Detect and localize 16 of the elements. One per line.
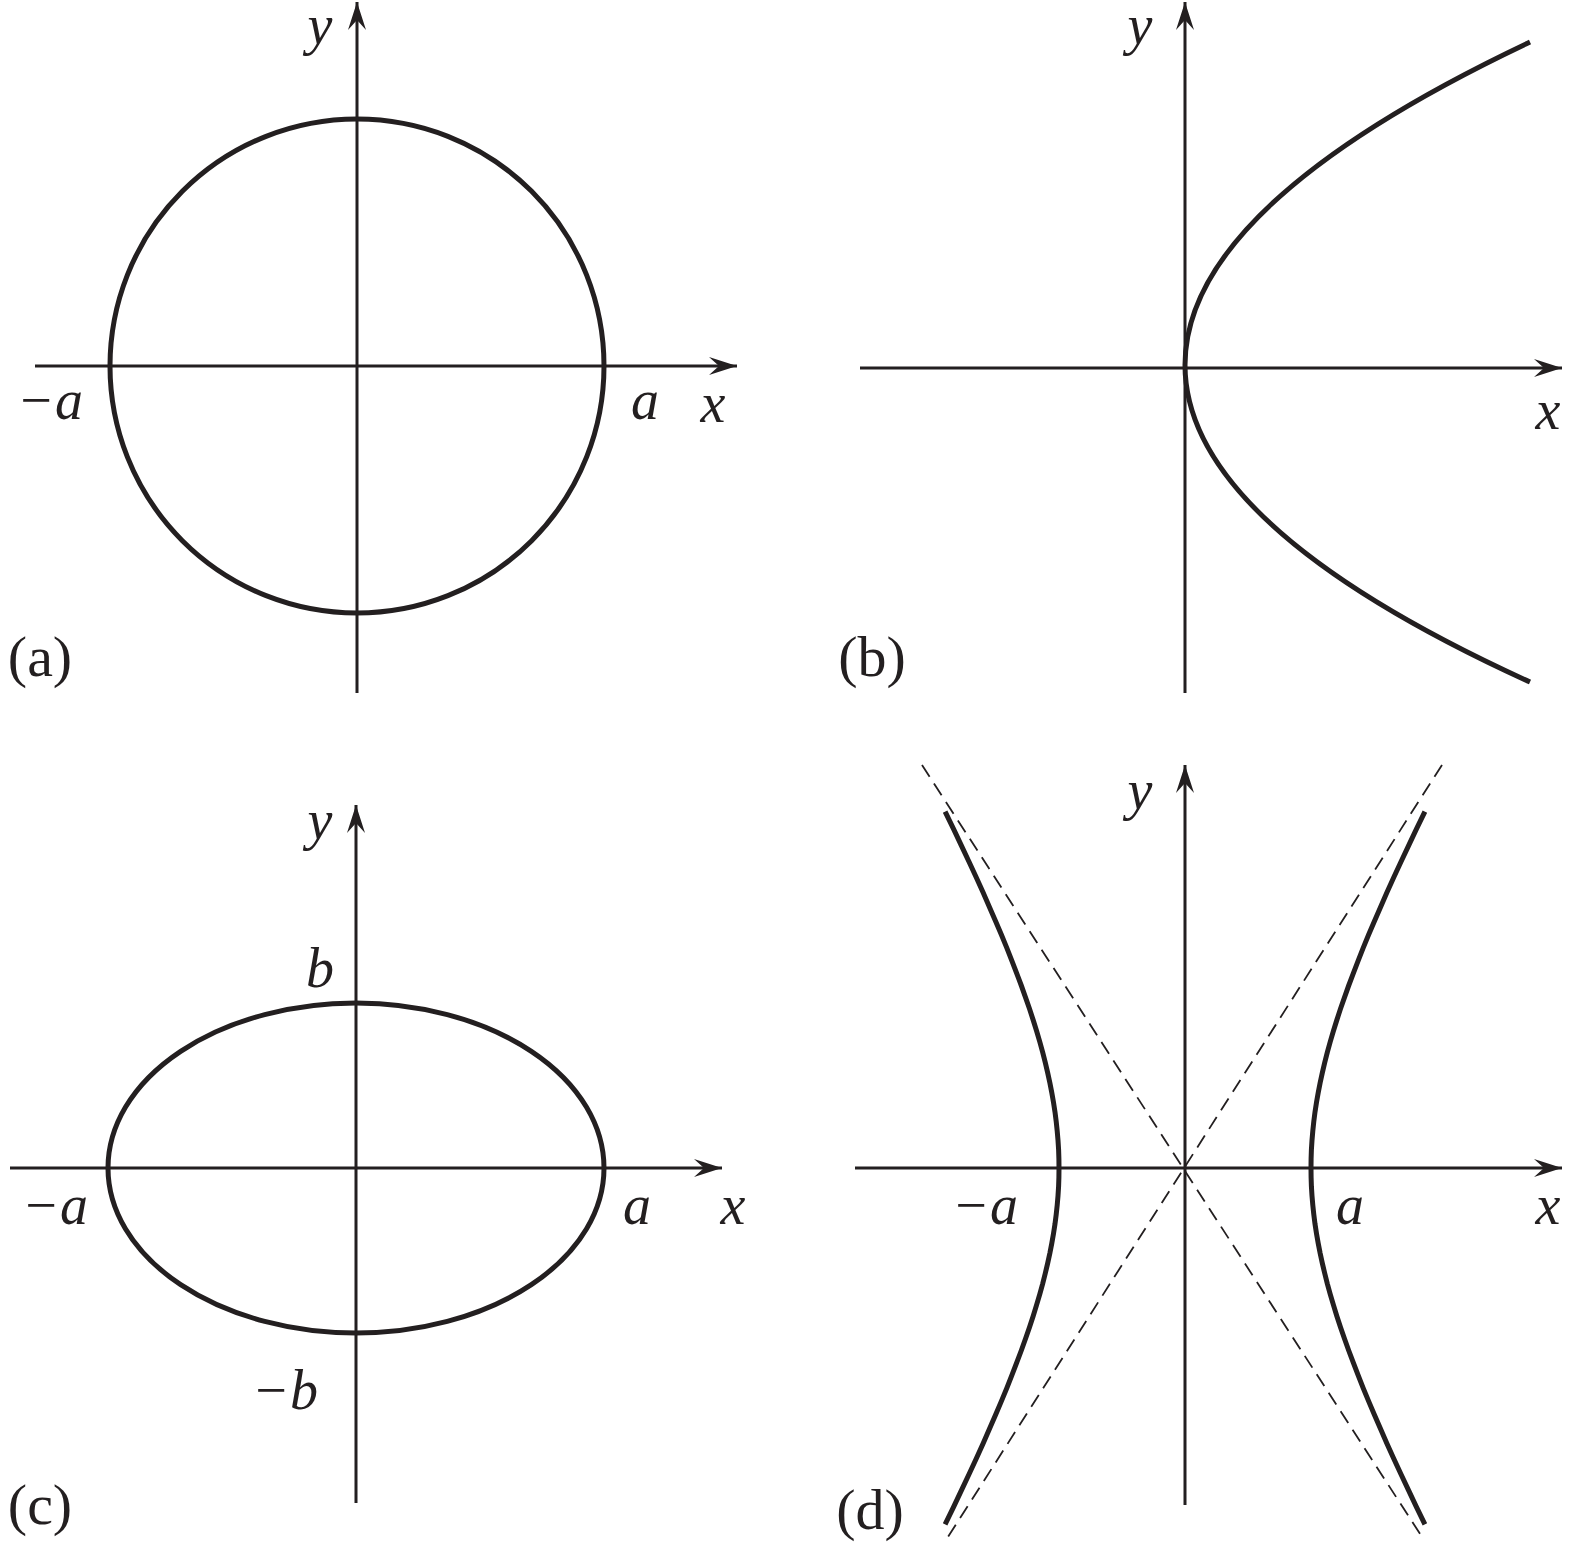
point-label: a (631, 372, 659, 428)
panel-label: (a) (7, 628, 73, 686)
point-label: −a (952, 1177, 1018, 1233)
point-label: b (306, 940, 334, 996)
point-label: −a (22, 1177, 88, 1233)
point-label: −a (17, 372, 83, 428)
panel-label: (c) (7, 1476, 73, 1534)
panel-label: (b) (838, 628, 906, 686)
panel-label: (d) (836, 1481, 904, 1539)
axis-label: x (720, 1177, 746, 1233)
point-label: a (623, 1177, 651, 1233)
point-label: −b (252, 1362, 318, 1418)
axis-label: x (700, 375, 726, 431)
axis-label: x (1535, 1177, 1561, 1233)
axis-label: x (1535, 382, 1561, 438)
point-label: a (1336, 1177, 1364, 1233)
